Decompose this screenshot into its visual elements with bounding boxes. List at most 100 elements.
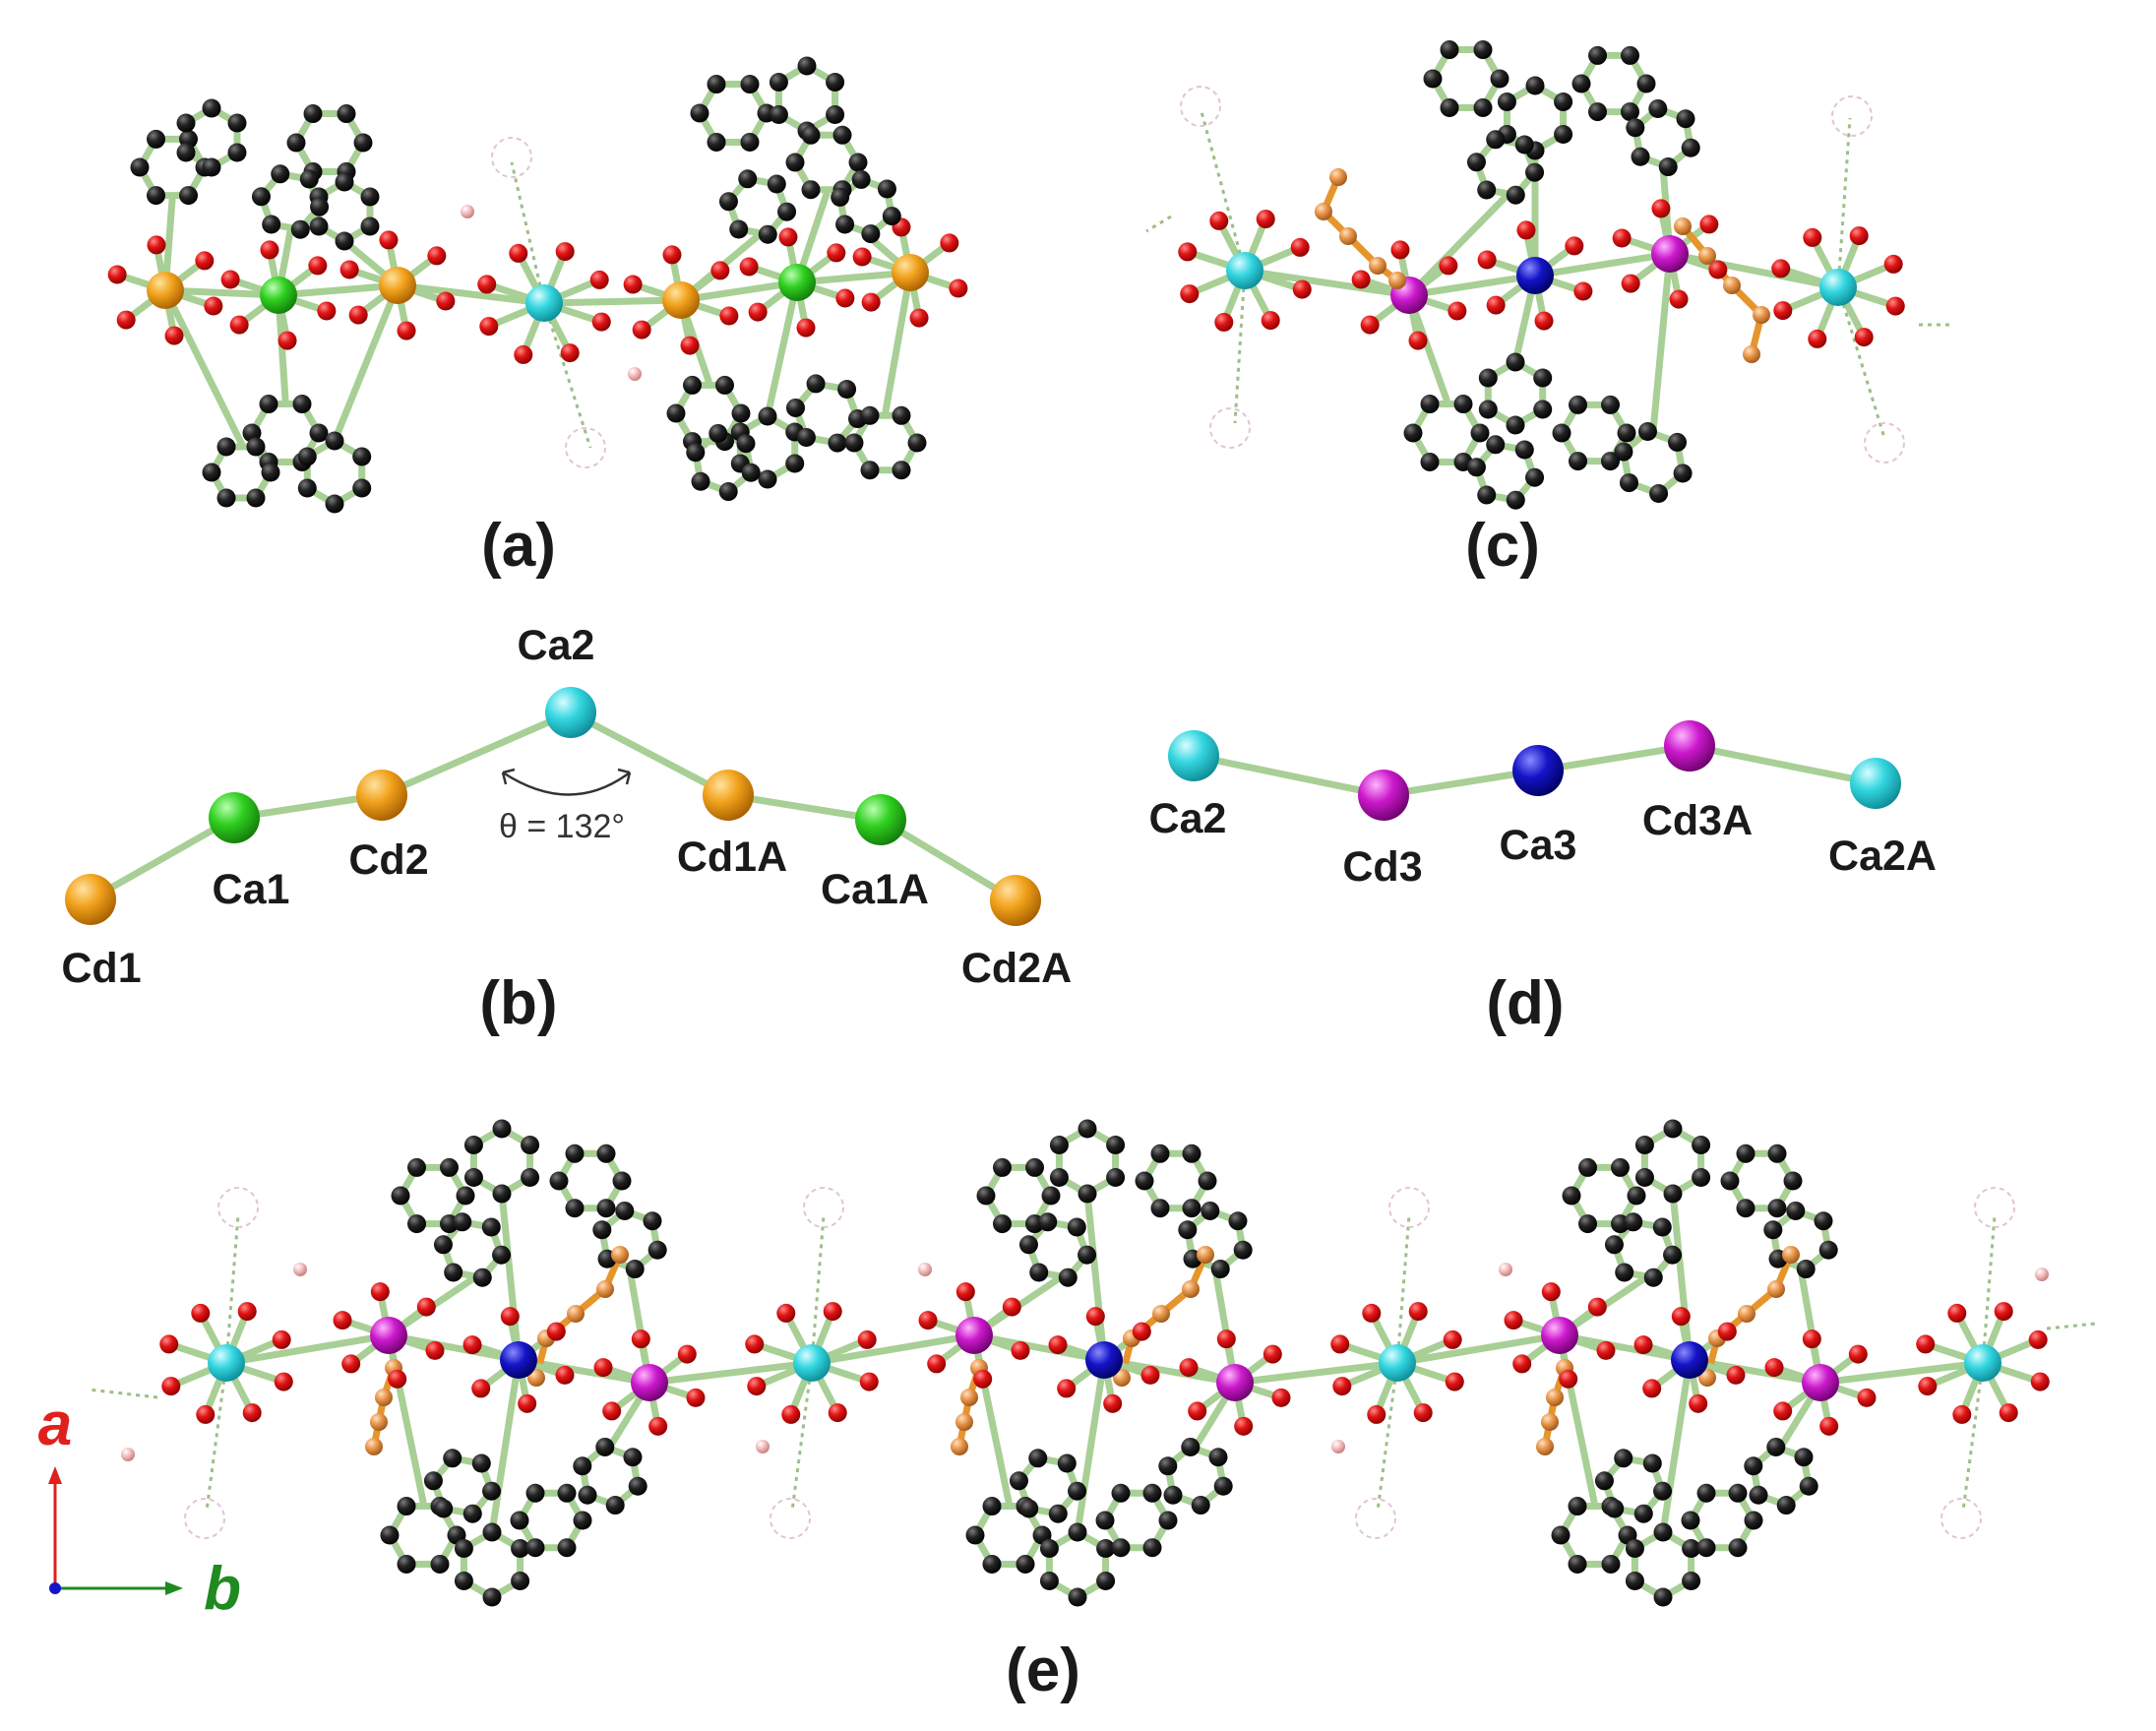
structure-panel-e (88, 1119, 2097, 1607)
oxygen-atom (1408, 331, 1428, 350)
cadmium-atom (662, 281, 700, 319)
oxygen-atom (1209, 211, 1229, 230)
carbon-atom (1648, 98, 1668, 118)
oxygen-atom (500, 1307, 520, 1327)
oxygen-atom (1292, 279, 1312, 299)
oxygen-atom (159, 1334, 179, 1354)
carbon-atom (1653, 1522, 1673, 1542)
ghost-atom (1180, 86, 1221, 127)
carbon-atom (1601, 452, 1620, 471)
alkyl-carbon-atom (1753, 306, 1770, 324)
atom-ca2a (1850, 758, 1901, 809)
oxygen-atom (1651, 199, 1671, 218)
carbon-atom (1440, 40, 1459, 60)
carbon-atom (511, 1539, 530, 1558)
carbon-atom (831, 187, 850, 207)
oxygen-atom (1849, 226, 1869, 246)
label-ca2a: Ca2A (1828, 833, 1937, 880)
oxygen-atom (514, 344, 533, 364)
carbon-atom (826, 105, 845, 124)
hydrogen-bond (1233, 270, 1247, 424)
bond (646, 1359, 816, 1387)
oxygen-atom (1994, 1302, 2013, 1322)
carbon-atom (1478, 368, 1498, 388)
carbon-atom (1182, 1199, 1201, 1218)
carbon-atom (806, 374, 826, 394)
bond (1074, 1356, 1108, 1536)
oxygen-atom (1573, 281, 1593, 301)
atom-ca1a (855, 794, 906, 845)
carbon-atom (797, 56, 817, 76)
carbon-atom (1673, 464, 1693, 483)
carbon-atom (1642, 1453, 1662, 1473)
carbon-atom (525, 1538, 545, 1558)
carbon-atom (454, 1572, 473, 1590)
oxygen-atom (195, 251, 215, 271)
carbon-atom (1473, 40, 1493, 60)
atom-cd3a (1664, 720, 1715, 772)
alkyl-carbon-atom (375, 1389, 393, 1406)
carbon-atom (309, 423, 329, 443)
carbon-atom (1624, 1212, 1643, 1232)
oxygen-atom (823, 1302, 842, 1322)
cadmium-atom (1216, 1364, 1254, 1401)
cadmium-atom (370, 1317, 407, 1354)
carbon-atom (1440, 97, 1459, 117)
atom-ca2 (1168, 730, 1219, 781)
carbon-atom (521, 1168, 540, 1187)
carbon-atom (1486, 130, 1506, 150)
carbon-atom (1178, 1220, 1198, 1240)
label-cd3: Cd3 (1342, 843, 1422, 891)
alkyl-carbon-atom (1743, 345, 1760, 363)
carbon-atom (707, 75, 726, 94)
oxygen-atom (1011, 1340, 1030, 1360)
oxygen-atom (1234, 1416, 1254, 1436)
alkyl-carbon-atom (1388, 272, 1406, 289)
carbon-atom (1626, 118, 1645, 138)
bond (1241, 267, 1413, 299)
carbon-atom (1649, 484, 1669, 504)
carbon-atom (729, 219, 749, 239)
alkyl-carbon-atom (1339, 227, 1357, 245)
hydrogen-bond (88, 1388, 158, 1399)
carbon-atom (731, 403, 751, 423)
carbon-atom (1767, 1144, 1787, 1163)
carbon-atom (623, 1448, 643, 1467)
oxygen-atom (1947, 1303, 1967, 1323)
oxygen-atom (710, 261, 730, 280)
alkyl-carbon-atom (1738, 1305, 1756, 1323)
hydrogen-atom (756, 1440, 770, 1453)
carbon-atom (463, 1136, 483, 1154)
carbon-atom (227, 143, 247, 162)
alkyl-carbon-atom (1698, 1369, 1716, 1387)
oxygen-atom (1883, 254, 1903, 274)
carbon-atom (430, 1554, 450, 1574)
alkyl-carbon-atom (1369, 257, 1386, 275)
oxygen-atom (1848, 1344, 1868, 1364)
calcium-atom (1085, 1341, 1123, 1379)
oxygen-atom (147, 235, 166, 255)
oxygen-atom (1819, 1416, 1839, 1436)
oxygen-atom (1443, 1329, 1462, 1349)
carbon-atom (801, 125, 821, 145)
bond (1405, 193, 1509, 299)
bond (793, 269, 914, 286)
label-cd1a: Cd1A (677, 834, 787, 881)
oxygen-atom (1516, 220, 1536, 240)
oxygen-atom (593, 1358, 613, 1378)
ghost-atom (803, 1187, 844, 1228)
oxygen-atom (436, 291, 456, 311)
carbon-atom (1652, 1217, 1672, 1237)
oxygen-atom (662, 245, 682, 265)
panel-c-label: (c) (1465, 512, 1540, 580)
carbon-atom (1578, 1157, 1597, 1177)
carbon-atom (976, 1186, 996, 1206)
oxygen-atom (348, 305, 368, 325)
carbon-atom (801, 180, 821, 200)
carbon-atom (596, 1144, 616, 1163)
oxygen-atom (747, 1377, 767, 1396)
oxygen-atom (631, 1329, 650, 1349)
hydrogen-bond (1961, 1362, 1985, 1512)
carbon-atom (216, 488, 236, 508)
carbon-atom (785, 398, 805, 417)
